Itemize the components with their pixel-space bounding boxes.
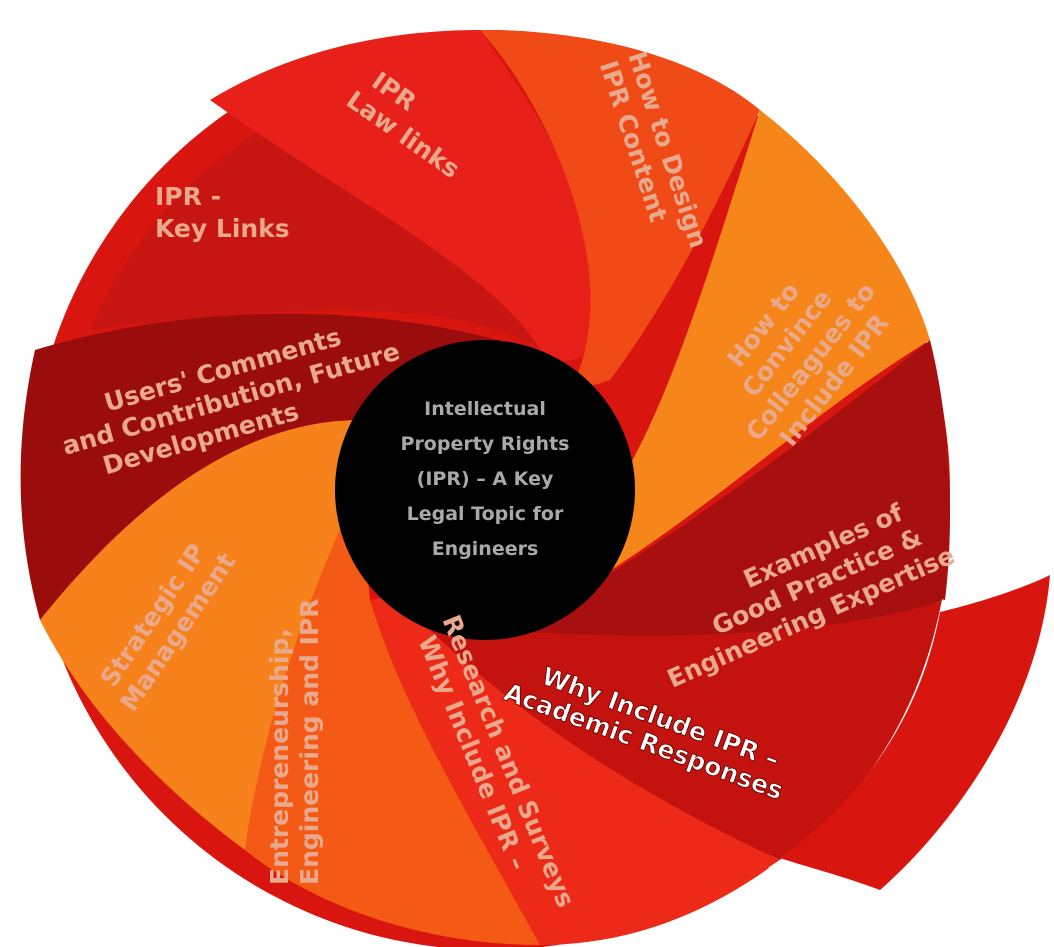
label-entrepreneurship: Entrepreneurship, Engineering and IPR — [265, 599, 324, 886]
center-title-line: (IPR) – A Key — [417, 468, 554, 490]
label-line: Engineering and IPR — [295, 599, 324, 886]
segment-why-research — [370, 598, 780, 945]
label-line: Entrepreneurship, — [265, 628, 294, 885]
label-line: Key Links — [155, 214, 290, 243]
segment-examples — [480, 340, 950, 636]
center-title-line: Legal Topic for — [407, 503, 564, 525]
segment-how-to-design — [480, 30, 760, 386]
center-title-line: Property Rights — [401, 433, 570, 455]
center-title-line: Engineers — [432, 538, 539, 560]
segment-entrepreneurship — [245, 527, 540, 945]
label-ipr-key-links: IPR - Key Links — [155, 182, 290, 243]
center-title: Intellectual Property Rights (IPR) – A K… — [401, 398, 570, 560]
segment-why-academic — [420, 600, 945, 860]
segment-tail-wedge — [780, 575, 1050, 890]
segment-ipr-key-links — [90, 60, 560, 360]
segment-how-to-convince — [563, 110, 930, 595]
center-hub — [335, 340, 635, 640]
center-title-line: Intellectual — [424, 398, 546, 420]
segment-ipr-law-links — [210, 30, 610, 362]
segment-strategic-ip — [40, 420, 360, 850]
label-line: IPR - — [155, 182, 221, 211]
